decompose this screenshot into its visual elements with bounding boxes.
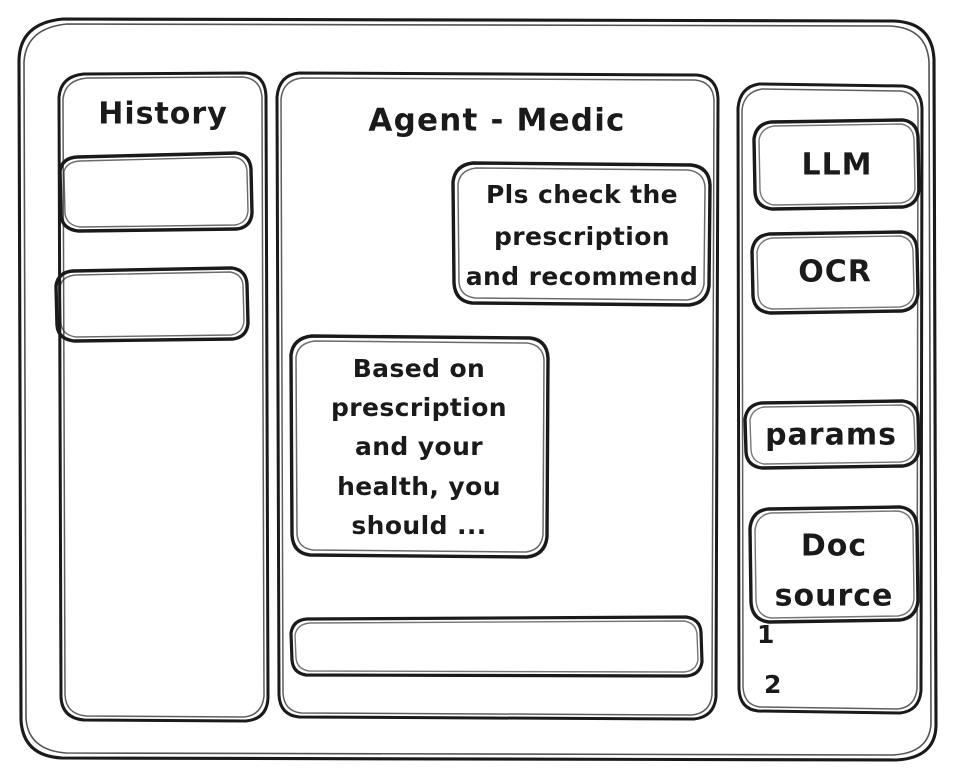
- llm-button-label: LLM: [801, 148, 872, 183]
- doc-source-card[interactable]: Doc source: [748, 505, 920, 624]
- history-panel: History: [54, 71, 270, 723]
- doc-source-list-item[interactable]: 2: [764, 670, 782, 699]
- agent-panel: Agent - Medic Pls check the prescription…: [275, 71, 720, 721]
- chat-bubble-user-line: Pls check the: [486, 180, 678, 209]
- history-item[interactable]: [58, 151, 254, 233]
- history-item-hit[interactable]: [54, 266, 250, 344]
- doc-source-list: 1 2: [757, 620, 782, 699]
- history-item[interactable]: [54, 266, 250, 344]
- ocr-button[interactable]: OCR: [750, 230, 920, 315]
- chat-bubble-assistant-line: and your: [355, 432, 483, 461]
- llm-button[interactable]: LLM: [752, 118, 922, 211]
- chat-bubble-assistant-line: health, you: [337, 472, 501, 501]
- ocr-button-label: OCR: [798, 255, 872, 290]
- params-button[interactable]: params: [743, 399, 921, 470]
- chat-bubble-assistant-line: prescription: [331, 393, 507, 422]
- doc-source-list-item[interactable]: 1: [757, 620, 775, 649]
- chat-bubble-assistant-line: should ...: [351, 511, 486, 540]
- chat-bubble-user-line: and recommend: [466, 262, 699, 291]
- message-input[interactable]: [289, 615, 704, 678]
- page-title: Agent - Medic: [368, 103, 625, 139]
- window-frame: [17, 17, 938, 762]
- history-heading: History: [98, 97, 228, 132]
- chat-bubble-assistant: Based on prescription and your health, y…: [289, 334, 550, 559]
- doc-source-line: source: [775, 579, 894, 614]
- tools-panel: LLM OCR params Doc source 1 2: [736, 82, 924, 715]
- chat-bubble-user: Pls check the prescription and recommend: [451, 161, 712, 307]
- message-input-hit[interactable]: [290, 616, 704, 678]
- params-button-label: params: [765, 418, 897, 453]
- chat-bubble-user-line: prescription: [494, 222, 670, 251]
- history-item-hit[interactable]: [58, 151, 254, 233]
- doc-source-line: Doc: [801, 529, 867, 564]
- chat-bubble-assistant-line: Based on: [353, 354, 486, 383]
